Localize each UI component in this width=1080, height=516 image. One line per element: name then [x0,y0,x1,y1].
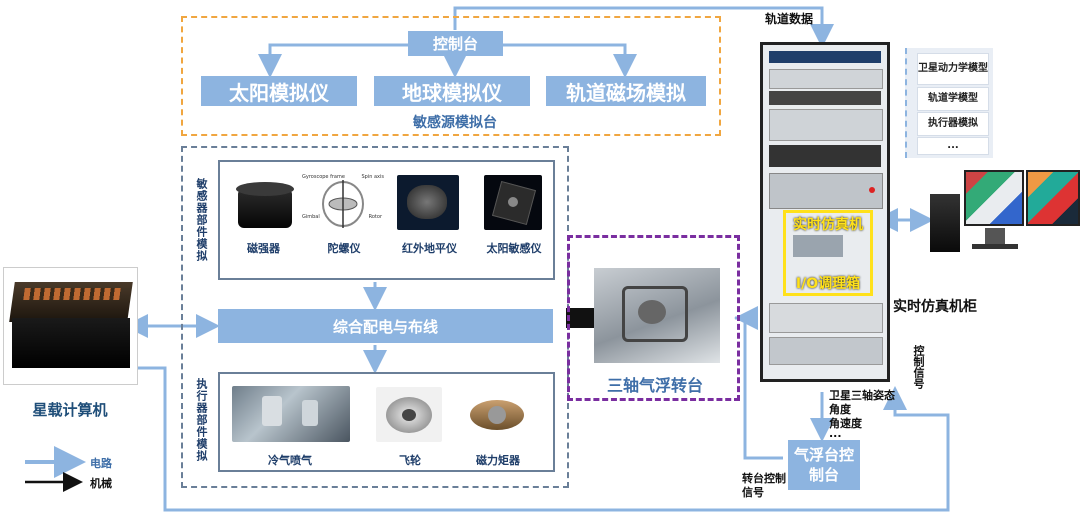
onboard-computer-image [3,267,138,385]
airbed-controller: 气浮台控制台 [788,440,860,490]
attitude-line-3: 角速度 [829,417,862,430]
realtime-sim-highlight [783,210,873,296]
power-distribution-wiring: 综合配电与布线 [218,309,553,343]
workstation-image [930,162,1080,257]
infrared-horizon-image [397,175,459,230]
attitude-line-1: 卫星三轴姿态 [829,389,895,402]
realtime-sim-label: 实时仿真机 [793,217,863,233]
gyro-frame-label: Gyroscope frame [302,174,345,180]
model-item-more: ... [918,138,988,154]
sensor-source-title: 敏感源模拟台 [413,115,497,131]
sensor-source-platform [181,16,721,136]
model-item-dynamics: 卫星动力学模型 [918,54,988,84]
magnetorquer-image [464,386,530,442]
control-console: 控制台 [408,31,503,56]
actuator-label-flywheel: 飞轮 [399,454,421,467]
model-item-actuator: 执行器模拟 [918,113,988,135]
sun-sensor-image [484,175,542,230]
flywheel-image [376,387,442,442]
legend-mechanical-label: 机械 [90,477,112,490]
magnetometer-image [232,172,298,232]
turntable-signal-label: 转台控制信号 [742,472,786,499]
sun-simulator: 太阳模拟仪 [201,76,357,106]
turntable-label: 三轴气浮转台 [606,376,703,395]
actuator-label-cold-gas: 冷气喷气 [268,454,312,467]
sensor-label-gyroscope: 陀螺仪 [327,242,361,255]
legend-electric-label: 电路 [90,457,112,470]
sensor-label-infrared: 红外地平仪 [402,242,457,255]
gyroscope-image: Gyroscope frame Spin axis Gimbal Rotor [302,172,384,232]
gyro-rotor-label: Rotor [368,214,382,220]
gyro-spin-label: Spin axis [361,174,384,180]
gyro-gimbal-label: Gimbal [302,214,320,220]
cold-gas-thruster-image [232,386,350,442]
model-item-orbit: 轨道学模型 [918,88,988,110]
io-box-label: I/O调理箱 [795,276,861,292]
sensors-vertical-label: 敏感器部件模拟 [195,178,208,262]
orbit-data-label: 轨道数据 [765,12,814,26]
sensor-label-sun-sensor: 太阳敏感仪 [486,242,542,255]
sensor-label-magnetometer: 磁强器 [247,242,280,255]
actuator-label-magnetorquer: 磁力矩器 [476,454,520,467]
mechanical-connector [566,308,598,328]
earth-simulator: 地球模拟仪 [374,76,530,106]
attitude-line-2: 角度 [829,403,851,416]
turntable-image [594,268,720,363]
orbit-magnetic-simulator: 轨道磁场模拟 [546,76,706,106]
attitude-line-4: ... [829,427,842,440]
control-signal-label: 控制信号 [912,345,925,389]
turntable-frame [567,235,740,401]
actuators-vertical-label: 执行器部件模拟 [195,378,208,462]
onboard-computer-label: 星载计算机 [32,401,108,419]
cabinet-label: 实时仿真机柜 [893,299,977,315]
